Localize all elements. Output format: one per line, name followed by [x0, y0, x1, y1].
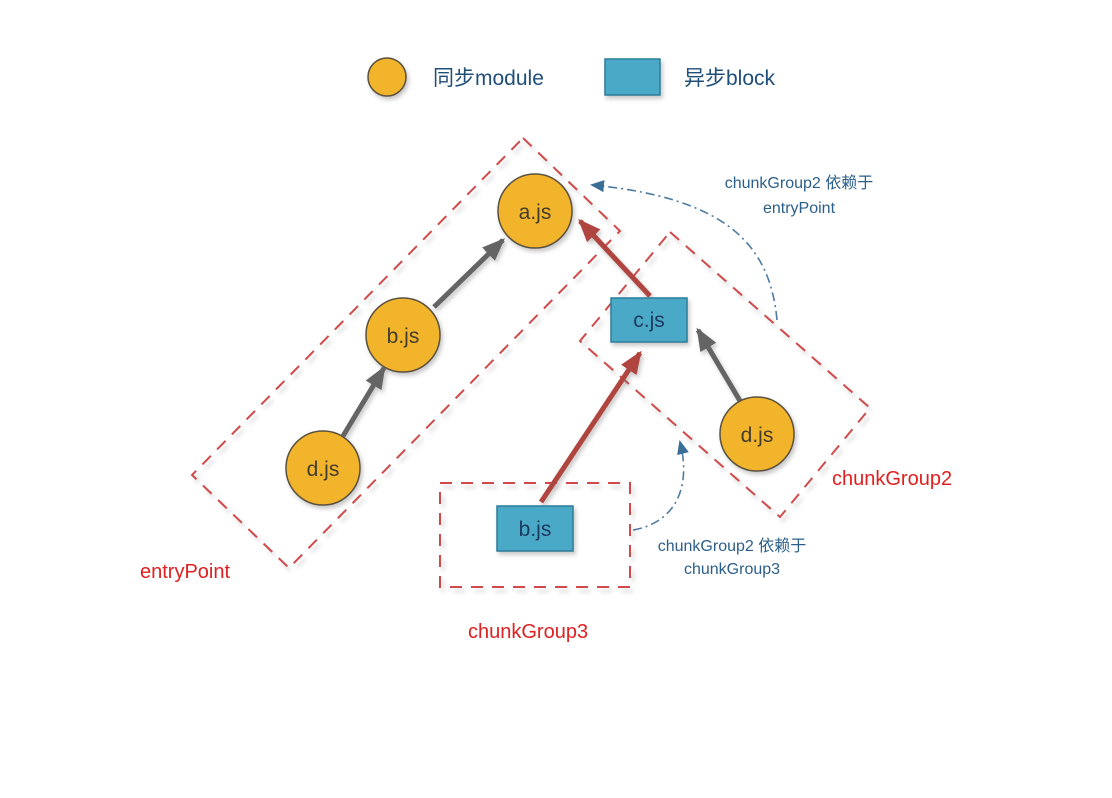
arrow-djs2-to-cjs — [695, 327, 746, 408]
annotation-dep-cg3-line2: chunkGroup3 — [684, 561, 780, 578]
node-label: c.js — [633, 309, 665, 332]
nodes: a.js b.js d.js d.js c.js b.js — [285, 173, 795, 552]
chunkgroup2-boundary — [578, 230, 872, 519]
node-cjs-block: c.js — [610, 297, 688, 343]
chunkgroup3-label: chunkGroup3 — [468, 621, 588, 643]
sync-module-circle — [497, 173, 573, 249]
node-djs-chunkgroup2: d.js — [719, 396, 795, 472]
async-block-rect — [496, 505, 574, 552]
sync-module-circle — [719, 396, 795, 472]
entrypoint-group-boundary — [190, 136, 622, 570]
annotation-dep-entry-line2: entryPoint — [763, 200, 836, 217]
group-boundaries — [190, 136, 872, 588]
legend-sync-module-icon — [367, 57, 407, 97]
dependency-curves — [590, 180, 778, 531]
legend-async-block-icon — [604, 58, 661, 96]
annotation-dep-cg3-line1: chunkGroup2 依赖于 — [658, 537, 807, 555]
node-ajs: a.js — [497, 173, 573, 249]
group-labels: entryPoint chunkGroup2 chunkGroup3 — [140, 468, 952, 643]
chunkgroup2-depends-entrypoint-arrow — [590, 180, 778, 321]
sync-module-circle — [365, 297, 441, 373]
node-label: b.js — [519, 518, 552, 541]
legend-async-block-label: 异步block — [684, 67, 776, 90]
node-djs-entry: d.js — [285, 430, 361, 506]
arrow-cjs-to-ajs — [578, 218, 652, 298]
annotation-dep-entry-line1: chunkGroup2 依赖于 — [725, 174, 874, 192]
node-bjs-block: b.js — [496, 505, 574, 552]
node-label: b.js — [387, 325, 420, 348]
async-block-rect — [610, 297, 688, 343]
node-label: d.js — [307, 458, 340, 481]
sync-module-circle — [285, 430, 361, 506]
arrow-bjs-block-to-cjs — [538, 350, 643, 504]
node-label: a.js — [519, 201, 552, 224]
node-label: d.js — [741, 424, 774, 447]
annotations: chunkGroup2 依赖于 entryPoint chunkGroup2 依… — [658, 174, 874, 578]
chunkgroup2-depends-chunkgroup3-arrow — [632, 440, 689, 531]
legend-sync-module-label: 同步module — [433, 67, 544, 90]
entrypoint-label: entryPoint — [140, 561, 230, 583]
chunkgroup3-boundary — [439, 482, 631, 588]
legend: 同步module 异步block — [367, 57, 776, 97]
arrow-bjs-to-ajs — [432, 238, 505, 309]
chunkgroup2-label: chunkGroup2 — [832, 468, 952, 490]
arrow-djs-to-bjs — [340, 365, 387, 438]
node-bjs-entry: b.js — [365, 297, 441, 373]
module-arrows — [340, 218, 746, 504]
